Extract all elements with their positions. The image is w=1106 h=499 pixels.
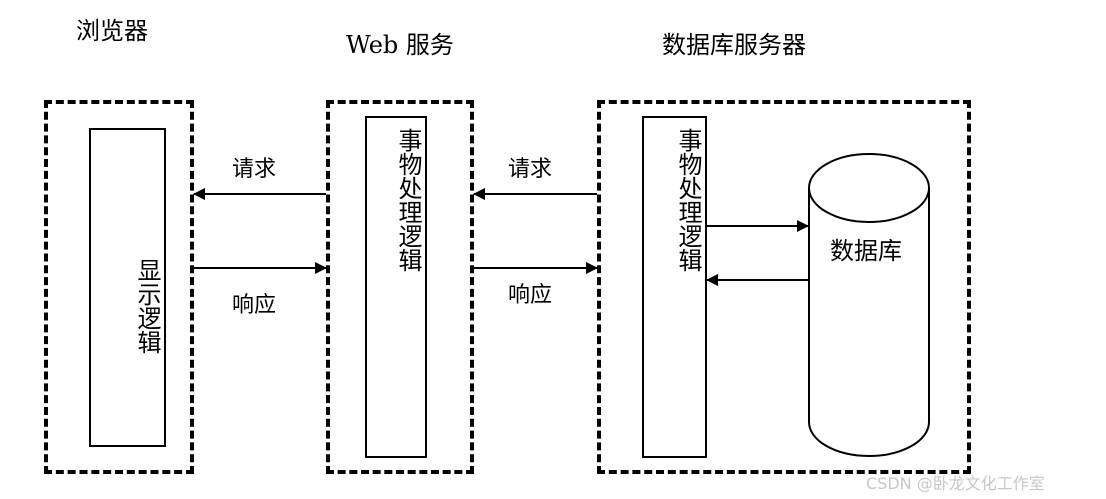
request-label-2: 请求 xyxy=(508,157,553,182)
display-logic-box: 显示逻辑 xyxy=(89,128,166,447)
watermark-text: CSDN @卧龙文化工作室 xyxy=(866,474,1045,493)
db-server-tier-box xyxy=(597,100,971,474)
database-label: 数据库 xyxy=(830,237,902,265)
display-logic-label: 显示逻辑 xyxy=(133,258,161,354)
web-tier-box xyxy=(326,100,474,474)
web-transaction-logic-box: 事物处理逻辑 xyxy=(365,116,427,458)
db-server-title: 数据库服务器 xyxy=(662,31,806,59)
browser-tier-box xyxy=(44,100,194,474)
response-label-1: 响应 xyxy=(232,293,277,318)
db-transaction-logic-label: 事物处理逻辑 xyxy=(674,128,702,272)
response-label-2: 响应 xyxy=(508,283,553,308)
web-service-title: Web 服务 xyxy=(346,31,454,59)
request-label-1: 请求 xyxy=(232,157,277,182)
db-transaction-logic-box: 事物处理逻辑 xyxy=(642,116,707,458)
web-transaction-logic-label: 事物处理逻辑 xyxy=(394,128,422,272)
database-cylinder-icon xyxy=(808,153,930,457)
browser-title: 浏览器 xyxy=(76,17,148,45)
